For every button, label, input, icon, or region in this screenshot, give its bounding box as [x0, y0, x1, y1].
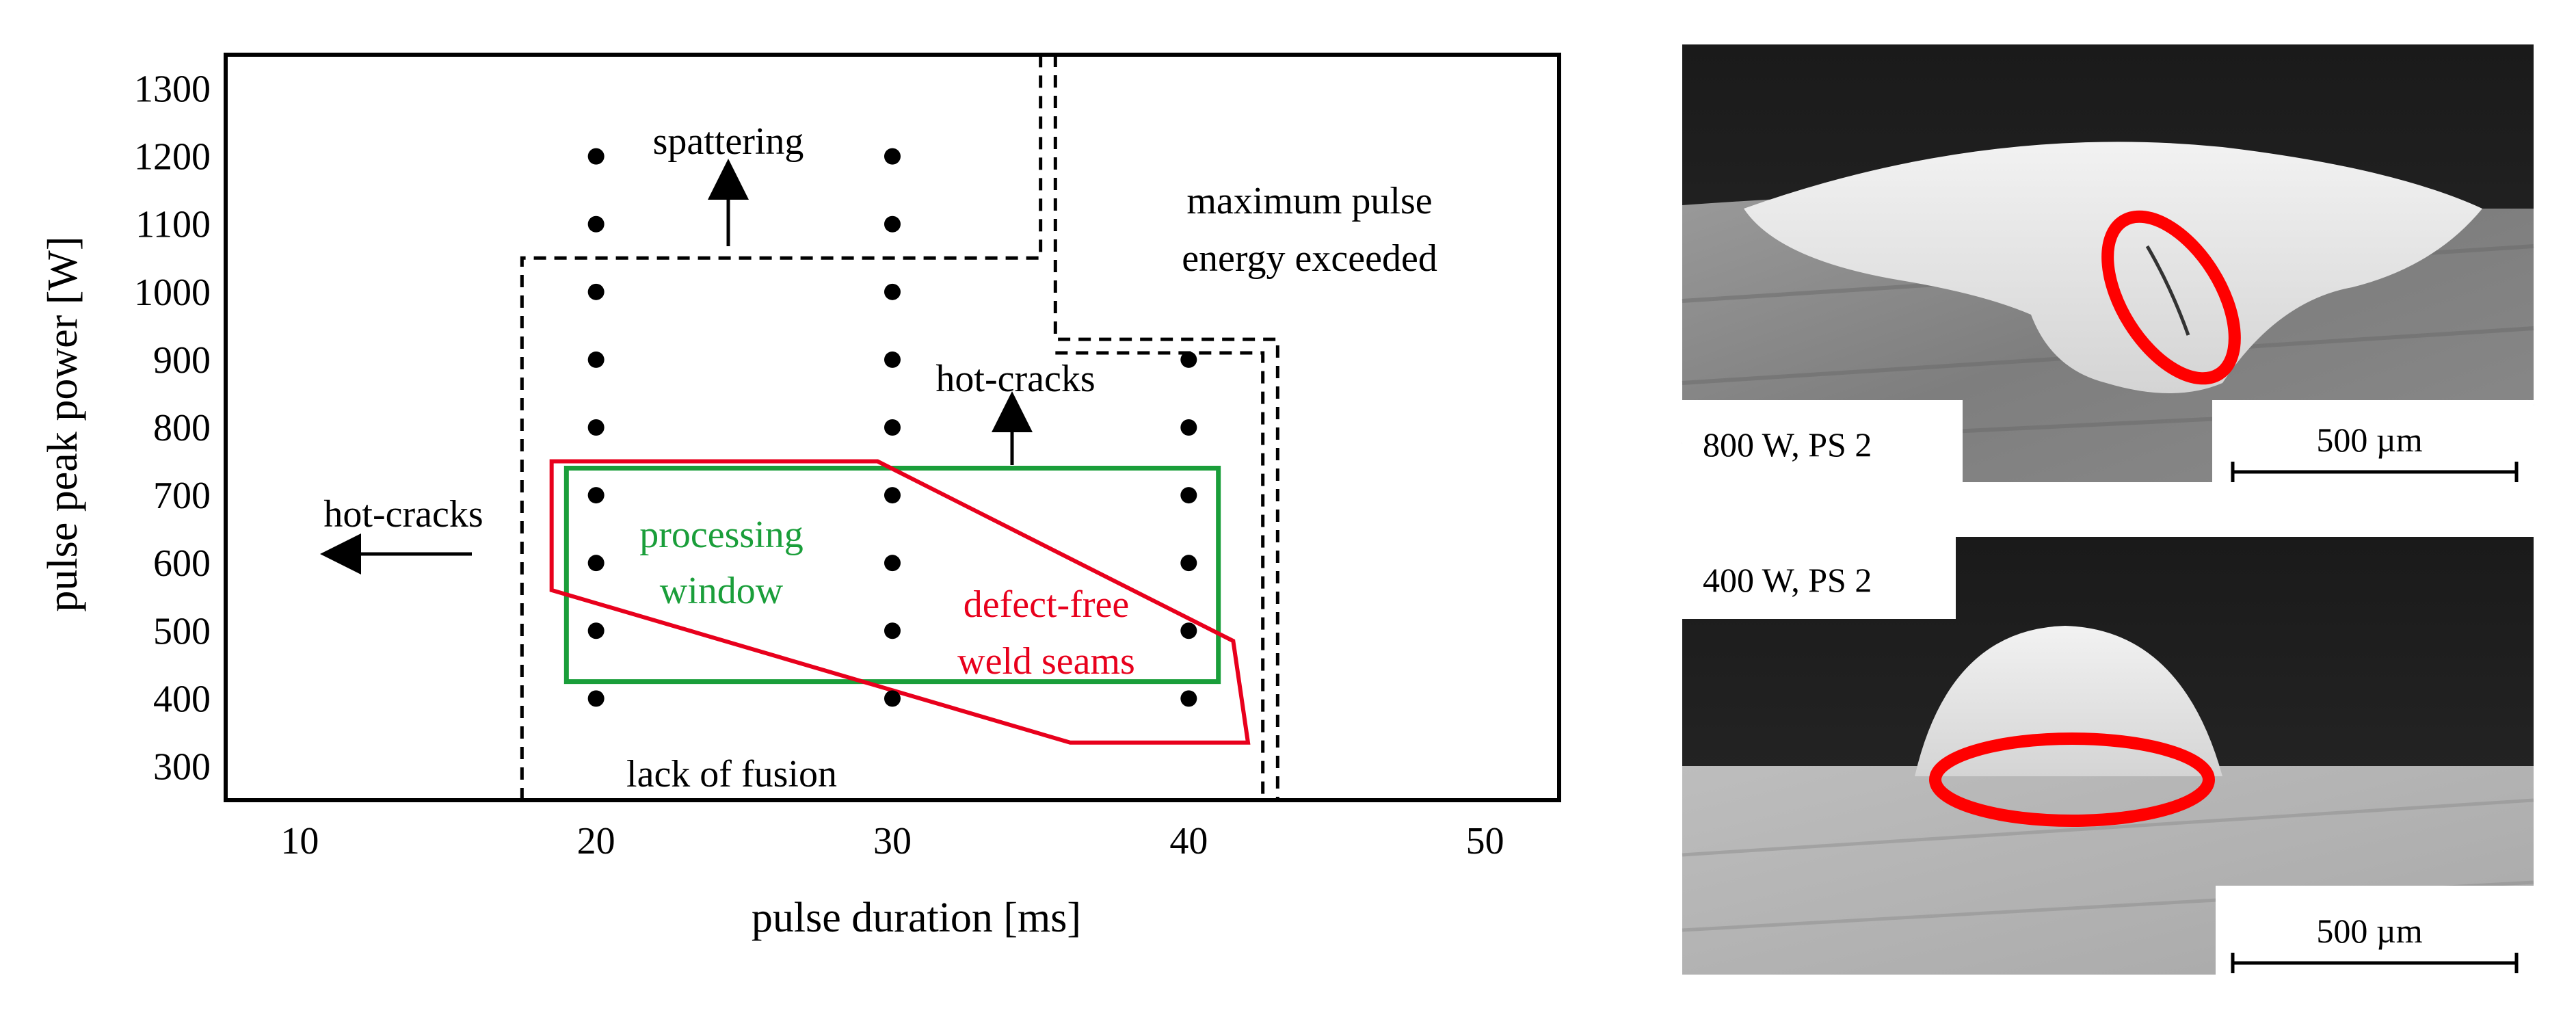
data-point — [1180, 555, 1197, 572]
micrograph-800w: 800 W, PS 2 500 µm — [1682, 44, 2534, 482]
plot-frame — [224, 53, 1561, 802]
data-point — [884, 487, 901, 504]
data-point — [884, 690, 901, 707]
y-tick-label: 900 — [153, 339, 211, 382]
processing-window-region — [563, 465, 1221, 685]
annotation-defect-free-1: defect-free — [964, 583, 1129, 626]
data-point — [587, 487, 605, 504]
data-point — [587, 351, 605, 368]
data-point — [884, 148, 901, 165]
data-point — [587, 555, 605, 572]
micrograph-400w-label: 400 W, PS 2 — [1703, 561, 1872, 599]
fusion-highlight-ellipse — [1929, 732, 2215, 827]
micrograph-800w-scale-bar — [2231, 462, 2519, 482]
x-tick-label: 20 — [577, 820, 615, 862]
plot-area — [224, 53, 1561, 802]
x-tick-label: 40 — [1169, 820, 1208, 862]
defect-free-region — [549, 459, 1251, 745]
data-point — [587, 690, 605, 707]
annotation-processing-2: window — [660, 570, 784, 612]
y-tick-label: 700 — [153, 475, 211, 517]
annotation-spattering: spattering — [653, 120, 804, 163]
data-point — [587, 419, 605, 436]
y-tick-label: 300 — [153, 745, 211, 788]
micrograph-800w-label: 800 W, PS 2 — [1703, 425, 1872, 464]
micrograph-400w-scale-label: 500 µm — [2316, 912, 2422, 950]
annotation-defect-free-2: weld seams — [957, 640, 1135, 683]
annotation-hot-cracks-left: hot-cracks — [323, 493, 483, 536]
data-point — [587, 215, 605, 233]
data-point — [1180, 487, 1197, 504]
data-point — [1180, 351, 1197, 368]
y-tick-label: 1300 — [134, 68, 211, 111]
x-tick-label: 30 — [873, 820, 912, 862]
x-tick-label: 10 — [280, 820, 319, 862]
micrograph-800w-scale-label: 500 µm — [2316, 421, 2422, 459]
x-tick-label: 50 — [1466, 820, 1504, 862]
tick-labels: 10 20 30 40 50 300 400 500 600 700 800 900 1000 1100 1… — [134, 68, 1504, 862]
y-tick-label: 1100 — [135, 204, 211, 246]
energy-boundary-outer — [1053, 55, 1279, 800]
spattering-boundary — [520, 55, 1043, 800]
annotation-max-energy-2: energy exceeded — [1182, 237, 1437, 280]
y-tick-label: 400 — [153, 678, 211, 720]
data-point — [1180, 419, 1197, 436]
data-point — [884, 555, 901, 572]
data-point — [587, 283, 605, 300]
micrograph-400w: 400 W, PS 2 500 µm — [1682, 537, 2534, 975]
y-tick-label: 800 — [153, 407, 211, 449]
data-point — [884, 283, 901, 300]
crack-highlight-ellipse — [2101, 210, 2241, 385]
data-point — [884, 215, 901, 233]
y-tick-label: 500 — [153, 610, 211, 652]
y-tick-label: 1200 — [134, 136, 211, 179]
y-axis-title: pulse peak power [W] — [40, 236, 86, 611]
y-tick-label: 600 — [153, 542, 211, 585]
y-tick-label: 1000 — [134, 272, 211, 314]
data-point — [587, 148, 605, 165]
energy-boundary-inner — [1055, 351, 1265, 800]
data-point — [884, 419, 901, 436]
data-point — [1180, 622, 1197, 639]
data-points — [587, 148, 1197, 707]
annotation-lack-of-fusion: lack of fusion — [626, 753, 837, 795]
annotation-processing-1: processing — [639, 514, 804, 556]
x-axis-title: pulse duration [ms] — [752, 895, 1081, 941]
data-point — [884, 622, 901, 639]
data-point — [884, 351, 901, 368]
data-point — [1180, 690, 1197, 707]
annotation-max-energy-1: maximum pulse — [1186, 180, 1432, 222]
annotation-hot-cracks-right: hot-cracks — [935, 358, 1095, 400]
regions — [520, 55, 1279, 800]
data-point — [587, 622, 605, 639]
micrograph-400w-scale-bar — [2231, 953, 2519, 973]
